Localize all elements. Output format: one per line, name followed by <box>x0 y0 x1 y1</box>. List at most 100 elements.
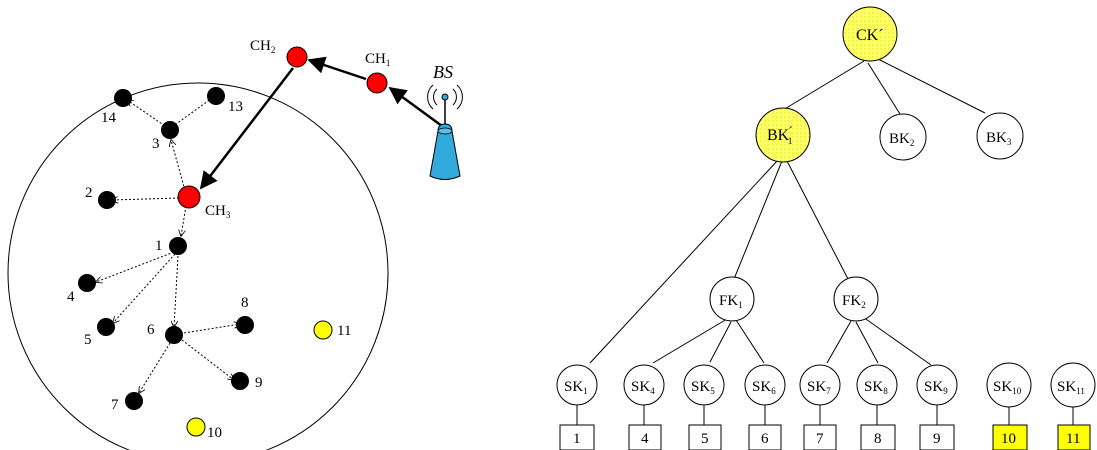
link-ch3-2 <box>112 198 180 200</box>
ch1-label: CH1 <box>365 51 390 68</box>
node-1 <box>169 237 187 255</box>
link-ch3-3 <box>171 140 187 195</box>
leaf-box-7 <box>803 424 837 450</box>
leaf-label-9: 9 <box>933 431 941 447</box>
fk2-label: FK2 <box>842 293 866 310</box>
sk8-node <box>856 364 898 406</box>
bk1-node <box>755 107 811 163</box>
sk6-label: SK6 <box>752 379 776 396</box>
node-labels: 14 13 3 2 1 4 5 6 8 9 7 11 10 <box>67 99 351 441</box>
bk2-node <box>879 113 927 161</box>
ck-root-node <box>842 6 898 62</box>
node-5 <box>97 318 115 336</box>
leaf-box-9 <box>919 424 955 450</box>
link-1-6 <box>174 255 179 327</box>
cluster-boundary <box>7 82 389 450</box>
node-label-1: 1 <box>155 238 163 254</box>
leaf-label-7: 7 <box>816 431 824 447</box>
sk4-node <box>623 364 665 406</box>
leaf-box-8 <box>860 424 896 450</box>
link-1-4 <box>96 251 175 282</box>
sk5-label: SK5 <box>691 379 715 396</box>
sk1-label: SK1 <box>564 379 588 396</box>
ch1-node <box>366 72 388 94</box>
node-label-6: 6 <box>147 322 155 338</box>
node-6 <box>165 326 183 344</box>
tree-edges <box>576 56 1074 425</box>
sk7-label: SK7 <box>807 379 831 396</box>
node-label-4: 4 <box>67 289 75 305</box>
node-13 <box>207 87 225 105</box>
node-label-3: 3 <box>152 136 160 152</box>
node-label-7: 7 <box>111 397 119 413</box>
leaf-box-5 <box>688 424 722 450</box>
node-label-9: 9 <box>255 375 263 391</box>
node-11 <box>313 320 333 340</box>
sk6-node <box>744 364 786 406</box>
node-label-11: 11 <box>337 323 351 339</box>
leaf-label-4: 4 <box>641 431 649 447</box>
node-3 <box>161 121 179 139</box>
ch2-label: CH2 <box>250 38 275 55</box>
node-10 <box>186 417 206 437</box>
node-4 <box>78 274 96 292</box>
fk1-node <box>709 276 755 322</box>
link-ch3-1 <box>181 205 187 236</box>
ch2-node <box>286 46 308 68</box>
sk-nodes: SK1 SK4 SK5 SK6 SK7 SK8 SK9 SK10 SK11 <box>556 362 1096 408</box>
leaf-box-11 <box>1057 424 1091 450</box>
sk4-label: SK4 <box>631 379 655 396</box>
sk5-node <box>683 364 725 406</box>
leaf-boxes <box>559 424 1091 450</box>
bk3-node <box>976 112 1024 160</box>
sk9-node <box>916 364 958 406</box>
node-label-14: 14 <box>101 110 117 126</box>
fk1-label: FK1 <box>719 293 743 310</box>
link-1-5 <box>113 253 176 323</box>
bk1-label: BK´1 <box>767 125 793 146</box>
link-3-13 <box>171 96 215 128</box>
route-ch2-ch3 <box>199 67 294 190</box>
leaf-box-1 <box>559 424 595 450</box>
sk9-label: SK9 <box>924 379 948 396</box>
node-2 <box>98 191 116 209</box>
sk1-node <box>556 364 598 406</box>
node-label-5: 5 <box>84 332 92 348</box>
leaf-label-5: 5 <box>701 431 709 447</box>
bs-label: BS <box>433 62 453 82</box>
leaf-box-10 <box>992 424 1028 450</box>
sk10-node <box>986 362 1032 408</box>
route-ch1-ch2 <box>307 56 367 81</box>
sk7-node <box>799 364 841 406</box>
node-label-13: 13 <box>228 99 243 115</box>
leaf-box-4 <box>628 424 662 450</box>
leaf-label-1: 1 <box>573 431 581 447</box>
fk2-node <box>833 276 879 322</box>
link-3-14 <box>127 100 169 129</box>
base-station-icon <box>427 84 463 180</box>
ck-root-label: CK´ <box>856 27 884 44</box>
node-label-10: 10 <box>207 425 222 441</box>
sensor-network: BS CH1 CH2 CH3 14 13 3 2 <box>7 38 463 450</box>
ch3-label: CH3 <box>205 203 231 220</box>
node-label-8: 8 <box>241 295 249 311</box>
bk2-label: BK2 <box>889 131 914 148</box>
node-8 <box>236 316 254 334</box>
node-7 <box>125 392 143 410</box>
dotted-links <box>96 96 240 393</box>
node-label-2: 2 <box>85 185 93 201</box>
ch3-node <box>177 185 201 209</box>
leaf-label-11: 11 <box>1066 431 1080 447</box>
link-6-8 <box>183 324 240 334</box>
member-nodes <box>78 87 254 410</box>
sk10-label: SK10 <box>993 379 1022 396</box>
leaf-labels: 1 4 5 6 7 8 9 10 11 <box>573 431 1080 447</box>
leaf-label-8: 8 <box>874 431 882 447</box>
link-6-7 <box>139 342 171 393</box>
node-9 <box>231 372 249 390</box>
bk3-label: BK3 <box>986 130 1012 147</box>
leaf-box-6 <box>748 424 782 450</box>
sk11-node <box>1050 362 1096 408</box>
